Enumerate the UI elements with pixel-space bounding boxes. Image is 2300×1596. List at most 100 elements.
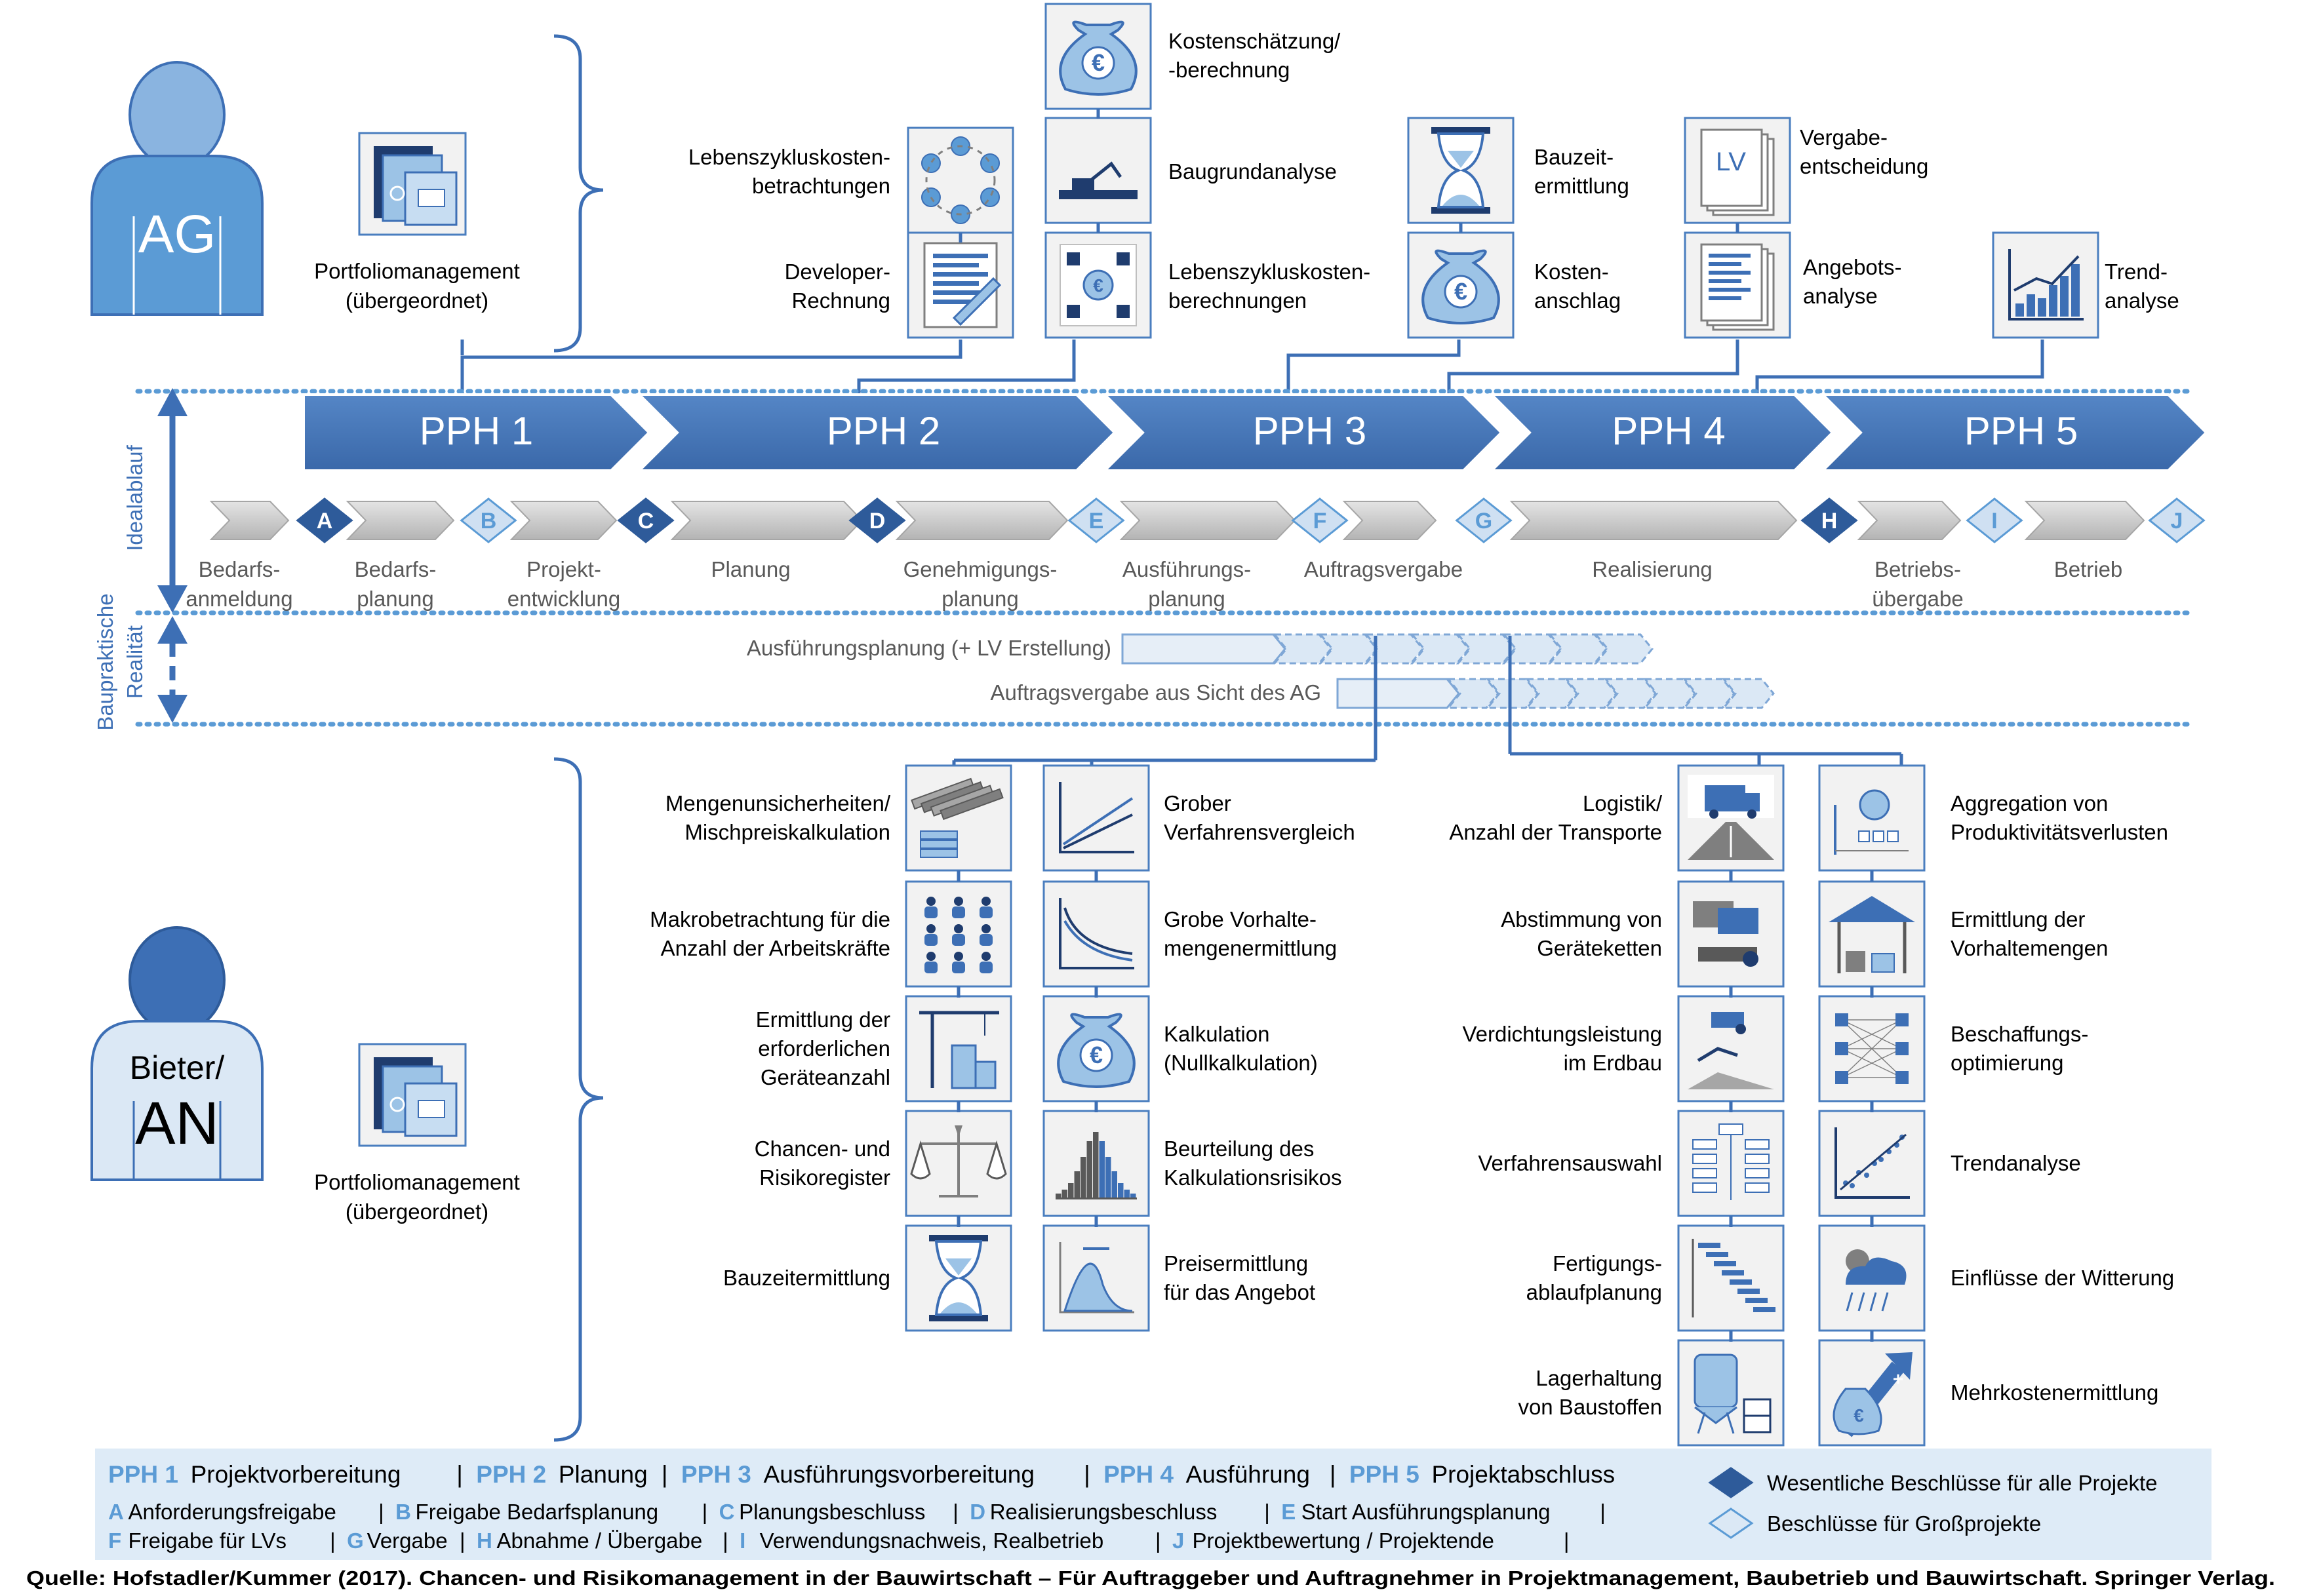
an-task-col3: Fertigungs-ablaufplanung (1526, 1224, 1785, 1332)
task-label: (Nullkalkulation) (1164, 1051, 1318, 1075)
gate-f: F (1291, 497, 1349, 543)
task-label: Produktivitätsverlusten (1951, 820, 2168, 844)
shelter-icon (1818, 880, 1926, 988)
ag-task: Developer-Rechnung (785, 231, 1014, 339)
practice-row1-label: Ausführungsplanung (+ LV Erstellung) (747, 636, 1111, 660)
task-label: Kalkulation (1164, 1022, 1269, 1046)
step-chevron (1857, 501, 1962, 540)
an-task-col2: Preisermittlung für das Angebot (1042, 1224, 1315, 1332)
step-label: Betriebs- (1874, 557, 1961, 581)
gate-e: E (1067, 497, 1125, 543)
legend-separator: | (460, 1528, 466, 1553)
an-brace (553, 757, 604, 1442)
task-label: Trendanalyse (1951, 1151, 2081, 1175)
step-label: Projekt- (526, 557, 601, 581)
task-label: berechnungen (1168, 288, 1307, 313)
axis-ideal-label: Idealablauf (123, 444, 147, 551)
ag-connectors (460, 340, 2044, 393)
legend-phase-text: Planung (559, 1461, 648, 1488)
workers-icon (905, 880, 1012, 988)
an-task-col3: Logistik/Anzahl der Transporte (1449, 764, 1785, 872)
gate-j: J (2148, 497, 2206, 543)
ag-person: AG (90, 61, 264, 316)
legend-gate-text: Abnahme / Übergabe (496, 1528, 702, 1553)
an-task-col2: Grobe Vorhalte-mengenermittlung (1042, 880, 1337, 988)
legend-separator: | (330, 1528, 336, 1553)
legend-key-major-text: Wesentliche Beschlüsse für alle Projekte (1767, 1471, 2158, 1495)
ag-task: €Kostenschätzung/-berechnung (1044, 3, 1341, 110)
scatter-trend-icon (1818, 1110, 1926, 1217)
task-label: Preisermittlung (1164, 1251, 1308, 1275)
step-label: Genehmigungs- (903, 557, 1058, 581)
legend-gate-text: Verwendungsnachweis, Realbetrieb (760, 1528, 1104, 1553)
money-bag-icon: € (1044, 3, 1152, 110)
step-label: planung (942, 587, 1018, 611)
task-label: Mischpreiskalkulation (684, 820, 890, 844)
phase-chevron-5: PPH 5 (1819, 393, 2208, 472)
legend-phase-code: PPH 5 (1349, 1461, 1419, 1488)
legend-gate-text: Projektbewertung / Projektende (1192, 1528, 1494, 1553)
step-label: Auftragsvergabe (1304, 557, 1463, 581)
ag-task: Angebots-analyse (1684, 231, 1901, 339)
an-portfolio-line2: (übergeordnet) (346, 1199, 488, 1224)
practice-chevron (1318, 633, 1378, 665)
scale-icon (905, 1110, 1012, 1217)
an-role-label-2: AN (135, 1090, 219, 1157)
legend-gate-code: H (477, 1528, 492, 1553)
cost-increase-icon: €+ (1818, 1339, 1926, 1447)
legend-gate-text: Freigabe für LVs (128, 1528, 287, 1553)
an-role-label-1: Bieter/ (130, 1049, 225, 1086)
an-task-col2: €Kalkulation(Nullkalkulation) (1042, 995, 1318, 1102)
legend-phase-text: Ausführungsvorbereitung (764, 1461, 1035, 1488)
trend-chart-icon (1992, 231, 2099, 339)
task-label: für das Angebot (1164, 1280, 1315, 1304)
document-pencil-icon (907, 231, 1014, 339)
task-label: Aggregation von (1951, 791, 2108, 815)
task-label: Grobe Vorhalte- (1164, 907, 1317, 931)
step-label: entwicklung (507, 587, 620, 611)
step-chevron (509, 501, 618, 540)
gate-g: G (1455, 497, 1513, 543)
hourglass-icon (905, 1224, 1012, 1332)
gate-letter: H (1821, 509, 1838, 534)
legend-phase-code: PPH 2 (476, 1461, 546, 1488)
legend-gate-code: I (740, 1528, 745, 1553)
task-label: Beurteilung des (1164, 1137, 1314, 1161)
step-label: Ausführungs- (1122, 557, 1251, 581)
practice-chevron (1336, 678, 1460, 709)
task-label: ablaufplanung (1526, 1280, 1662, 1304)
decay-curve-icon (1042, 880, 1150, 988)
task-label: entscheidung (1800, 154, 1928, 178)
legend-panel (95, 1449, 2211, 1560)
task-label: Mengenunsicherheiten/ (665, 791, 891, 815)
task-label: Rechnung (792, 288, 890, 313)
practice-chevron (1682, 678, 1735, 709)
svg-text:€: € (1093, 275, 1103, 296)
practice-chevron (1593, 633, 1654, 665)
practice-chevron (1121, 633, 1286, 665)
histogram-icon (1042, 1110, 1150, 1217)
practice-chevrons (1121, 633, 1775, 709)
practice-chevron (1446, 678, 1499, 709)
svg-text:+: + (1893, 1369, 1903, 1389)
task-label: erforderlichen (758, 1036, 890, 1061)
phase-chevron-2: PPH 2 (636, 393, 1117, 472)
phase-label: PPH 4 (1612, 409, 1725, 453)
task-label: Einflüsse der Witterung (1951, 1266, 2174, 1290)
svg-text:LV: LV (1716, 147, 1746, 176)
gate-c: C (617, 497, 675, 543)
an-task-col4: Einflüsse der Witterung (1818, 1224, 2174, 1332)
an-task-col4: Trendanalyse (1818, 1110, 2081, 1217)
step-chevron (1509, 501, 1798, 540)
legend-gate-code: D (970, 1500, 985, 1524)
excavator-ground-icon (1044, 117, 1152, 224)
legend-gate-text: Vergabe (367, 1528, 448, 1553)
task-label: im Erdbau (1564, 1051, 1662, 1075)
gate-letter: D (869, 509, 886, 534)
task-label: Vorhaltemengen (1951, 936, 2108, 960)
productivity-icon (1818, 764, 1926, 872)
legend-phase-text: Projektvorbereitung (191, 1461, 401, 1488)
